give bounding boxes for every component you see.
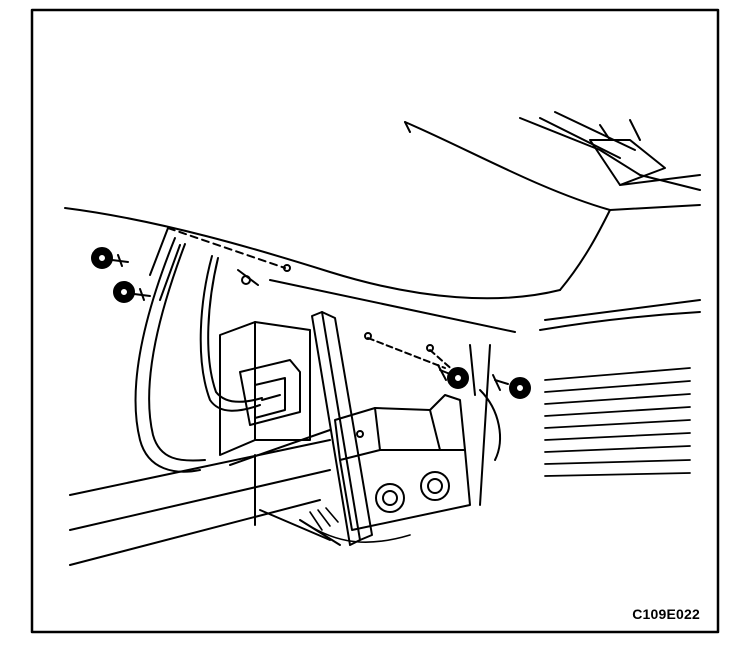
- bolt-icon: [420, 471, 450, 501]
- dash-lower-panel: [64, 207, 701, 333]
- vent-louvers: [544, 367, 691, 477]
- mounting-bracket: [334, 344, 491, 531]
- switch-module: [219, 321, 331, 466]
- wire-harness: [134, 237, 263, 473]
- dashboard-shell: [404, 111, 701, 211]
- left-screws: [91, 227, 291, 303]
- vertical-bracket: [311, 311, 373, 546]
- figure-border: [30, 8, 720, 634]
- bolt-icon: [375, 483, 405, 513]
- lower-bolts: [375, 471, 450, 513]
- lower-curve-part: [299, 507, 411, 543]
- figure-code-label: C109E022: [632, 606, 700, 622]
- right-screws: [364, 332, 531, 399]
- support-beam: [69, 439, 341, 566]
- bracket-arc: [479, 389, 501, 461]
